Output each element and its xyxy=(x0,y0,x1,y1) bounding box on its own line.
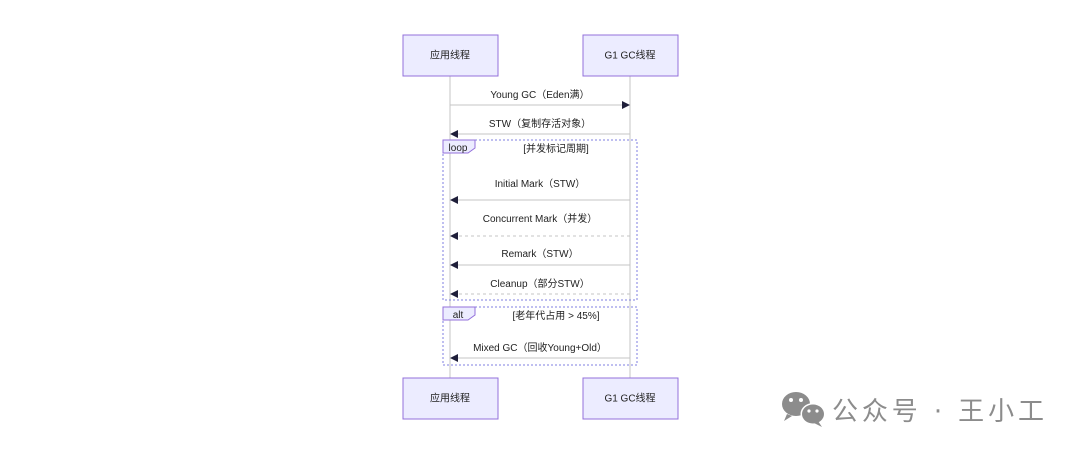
alt-frame: alt [老年代占用 > 45%] xyxy=(442,306,638,366)
alt-keyword: alt xyxy=(453,310,464,321)
message-initial-mark: Initial Mark（STW） xyxy=(450,178,630,204)
message-label: Mixed GC（回收Young+Old） xyxy=(473,341,607,354)
watermark-text: 公众号 · 王小工 xyxy=(832,397,1044,427)
message-label: Remark（STW） xyxy=(501,248,578,260)
participant-gc-thread-bottom: G1 GC线程 xyxy=(582,377,679,420)
participant-box xyxy=(402,377,499,420)
message-concurrent-mark: Concurrent Mark（并发） xyxy=(450,212,630,240)
arrowhead-left xyxy=(450,354,458,362)
message-cleanup: Cleanup（部分STW） xyxy=(450,277,630,298)
participant-gc-thread-top: G1 GC线程 xyxy=(582,34,679,77)
alt-condition: [老年代占用 > 45%] xyxy=(513,309,600,322)
participant-label: 应用线程 xyxy=(430,392,470,405)
message-label: Young GC（Eden满） xyxy=(490,89,589,101)
participant-app-thread-bottom: 应用线程 xyxy=(402,377,499,420)
arrowhead-right xyxy=(622,101,630,109)
loop-frame: loop [并发标记周期] xyxy=(442,139,638,301)
participant-label: G1 GC线程 xyxy=(604,49,655,62)
alt-frame-tab xyxy=(442,306,476,321)
participant-app-thread-top: 应用线程 xyxy=(402,34,499,77)
loop-condition: [并发标记周期] xyxy=(523,142,589,155)
watermark: 公众号 · 王小工 xyxy=(782,392,1044,427)
arrowhead-left xyxy=(450,261,458,269)
message-mixed-gc: Mixed GC（回收Young+Old） xyxy=(450,341,630,362)
participant-box xyxy=(402,34,499,77)
loop-frame-border xyxy=(442,139,638,301)
participant-label: G1 GC线程 xyxy=(604,392,655,405)
message-remark: Remark（STW） xyxy=(450,248,630,269)
participant-box xyxy=(582,34,679,77)
message-label: Cleanup（部分STW） xyxy=(490,277,589,290)
message-label: STW（复制存活对象） xyxy=(489,117,591,130)
wechat-icon xyxy=(782,392,826,427)
participant-box xyxy=(582,377,679,420)
arrowhead-left xyxy=(450,196,458,204)
loop-keyword: loop xyxy=(449,143,468,154)
alt-frame-border xyxy=(442,306,638,366)
message-label: Concurrent Mark（并发） xyxy=(483,212,597,225)
message-young-gc: Young GC（Eden满） xyxy=(450,89,630,109)
loop-frame-tab xyxy=(442,139,476,154)
message-label: Initial Mark（STW） xyxy=(495,178,586,190)
arrowhead-left xyxy=(450,232,458,240)
message-stw-copy: STW（复制存活对象） xyxy=(450,117,630,138)
arrowhead-left xyxy=(450,130,458,138)
arrowhead-left xyxy=(450,290,458,298)
participant-label: 应用线程 xyxy=(430,49,470,62)
